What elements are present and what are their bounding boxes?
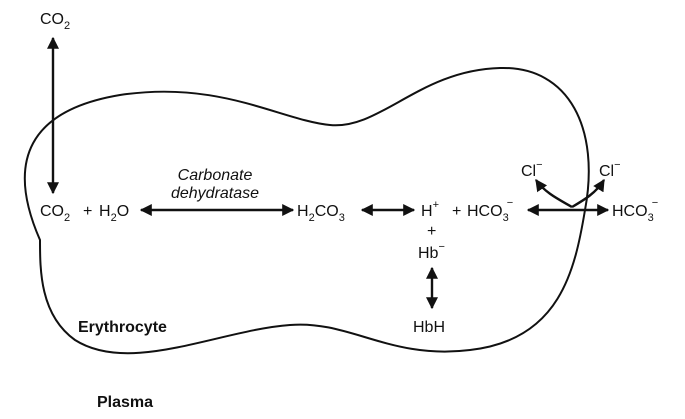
plus-sign-1: + (83, 203, 92, 220)
erythrocyte-membrane (23, 66, 590, 355)
hplus-label: H+ (421, 199, 439, 220)
chloride-plasma-label: Cl− (599, 159, 621, 180)
enzyme-label-line2: dehydratase (171, 185, 259, 202)
h2co3-label: H2CO3 (297, 203, 345, 224)
plus-sign-2: + (452, 203, 461, 220)
chloride-outward-arrow (571, 178, 606, 209)
hbh-label: HbH (413, 319, 445, 336)
chloride-cell-label: Cl− (521, 159, 543, 180)
h2o-label: H2O (99, 203, 129, 224)
co2-plasma-label: CO2 (40, 11, 70, 32)
erythrocyte-label: Erythrocyte (78, 319, 167, 336)
hco3-cell-label: HCO3− (467, 197, 513, 224)
chloride-inward-arrow (535, 179, 573, 209)
hco3-plasma-label: HCO3− (612, 197, 658, 224)
plasma-label: Plasma (97, 394, 153, 411)
enzyme-label-line1: Carbonate (178, 167, 253, 184)
co2-cell-label: CO2 (40, 203, 70, 224)
plus-sign-3: + (427, 223, 436, 240)
hb-label: Hb− (418, 241, 445, 262)
